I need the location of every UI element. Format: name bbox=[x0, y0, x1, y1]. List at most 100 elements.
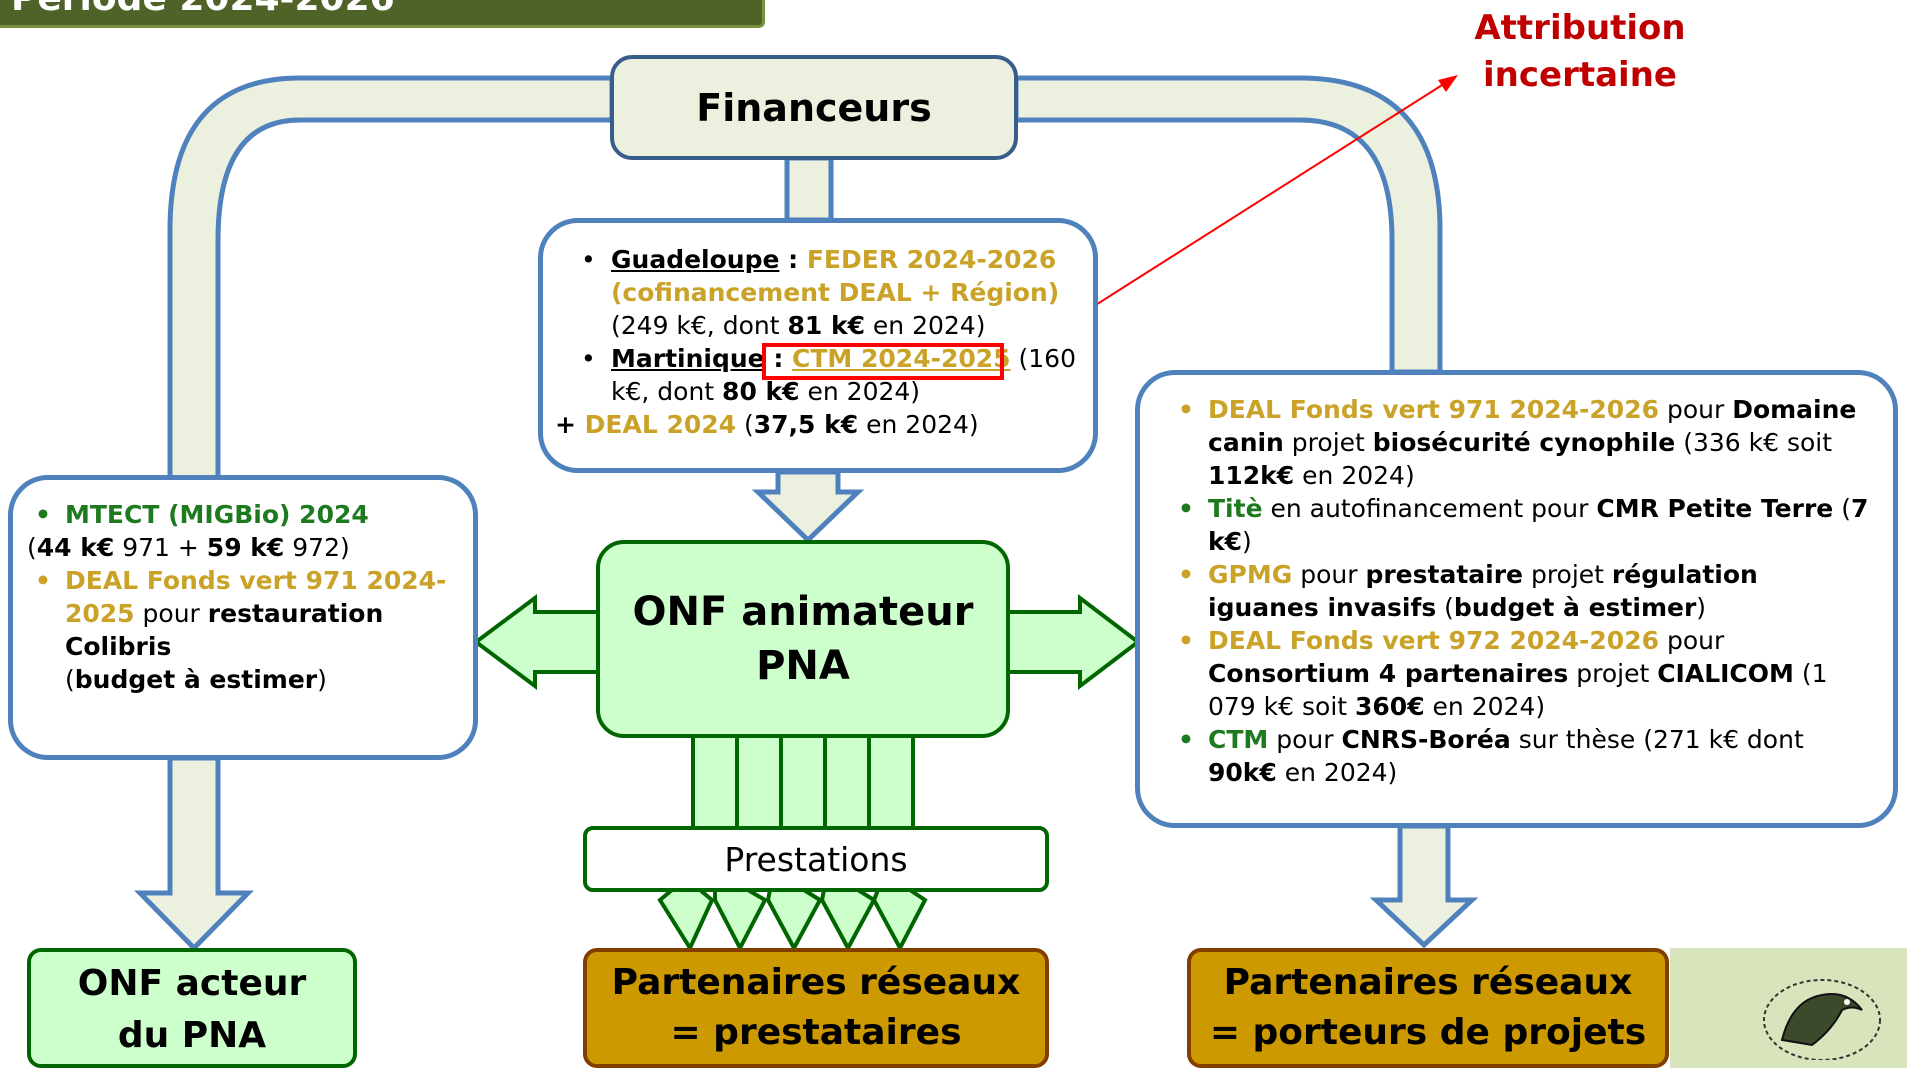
annotation-arrowhead bbox=[1438, 75, 1458, 92]
list-item: •Guadeloupe : FEDER 2024-2026 (cofinance… bbox=[573, 243, 1083, 342]
annotation-label: Attribution incertaine bbox=[1470, 5, 1690, 99]
mart-program: CTM 2024-2025 bbox=[792, 344, 1011, 373]
green-bar-5 bbox=[867, 734, 915, 830]
green-bar-4 bbox=[823, 734, 871, 830]
green-bar-2 bbox=[735, 734, 783, 830]
i3-projet: projet bbox=[1523, 560, 1612, 589]
i4-project: CIALICOM bbox=[1657, 659, 1794, 688]
gua-program: FEDER 2024-2026 (cofinancement DEAL + Ré… bbox=[611, 245, 1060, 307]
bullet-dot-icon: • bbox=[35, 566, 51, 595]
left-restauration: restauration Colibris bbox=[65, 599, 384, 661]
green-left-arrow bbox=[472, 594, 600, 690]
partners-porteurs-box: Partenaires réseaux = porteurs de projet… bbox=[1187, 948, 1669, 1068]
green-bar-3 bbox=[779, 734, 827, 830]
page-title-text: Période 2024-2026 bbox=[11, 0, 395, 19]
i3-budget-c: ) bbox=[1696, 593, 1707, 622]
green-small-arrow-3 bbox=[765, 888, 823, 953]
bullet-dot-icon: • bbox=[1178, 725, 1194, 754]
partners-prestataires-line1: Partenaires réseaux bbox=[611, 962, 1021, 1003]
bullet-dot-icon: • bbox=[581, 245, 596, 274]
i5-amount-b: 90k€ bbox=[1208, 758, 1277, 787]
deal-detail-b: 37,5 k€ bbox=[753, 410, 859, 439]
bullet-dot-icon: • bbox=[581, 344, 596, 373]
bullet-dot-icon: • bbox=[1178, 494, 1194, 523]
left-budget: budget à estimer bbox=[74, 665, 318, 694]
deal-program: DEAL 2024 bbox=[584, 410, 737, 439]
i5-pour: pour bbox=[1268, 725, 1342, 754]
i1-projet: projet bbox=[1283, 428, 1373, 457]
deal-detail-a: ( bbox=[736, 410, 754, 439]
mtect-amounts: (44 k€ 971 + 59 k€ 972) bbox=[27, 531, 463, 564]
list-item: • MTECT (MIGBio) 2024 bbox=[27, 498, 463, 531]
prestations-box: Prestations bbox=[583, 826, 1049, 892]
i5-name: CTM bbox=[1208, 725, 1269, 754]
amount-c: 59 k€ bbox=[206, 533, 285, 562]
green-small-arrow-4 bbox=[819, 888, 877, 953]
financeurs-box: Financeurs bbox=[610, 55, 1018, 160]
green-small-arrow-1 bbox=[657, 888, 715, 953]
left-funding-box: • MTECT (MIGBio) 2024 (44 k€ 971 + 59 k€ … bbox=[8, 475, 478, 760]
i3-budget-b: budget à estimer bbox=[1453, 593, 1697, 622]
gua-detail-a: (249 k€, dont bbox=[611, 311, 788, 340]
onf-line1: ONF animateur bbox=[632, 589, 974, 635]
i2-target: CMR Petite Terre bbox=[1596, 494, 1834, 523]
i3-target: prestataire bbox=[1365, 560, 1523, 589]
budget-close: ) bbox=[317, 665, 327, 694]
mart-detail-b: 80 k€ bbox=[722, 377, 800, 406]
partners-porteurs-line2: = porteurs de projets bbox=[1209, 1012, 1647, 1053]
onf-acteur-line1: ONF acteur bbox=[77, 963, 307, 1004]
logo-background bbox=[1670, 948, 1907, 1068]
mart-detail-a: (160 k€, dont bbox=[611, 344, 1076, 406]
gua-sep: : bbox=[779, 245, 807, 274]
i3-name: GPMG bbox=[1208, 560, 1293, 589]
list-item: •DEAL Fonds vert 972 2024-2026 pour Cons… bbox=[1170, 624, 1877, 723]
i2-name: Titè bbox=[1208, 494, 1263, 523]
right-funding-box: •DEAL Fonds vert 971 2024-2026 pour Doma… bbox=[1135, 370, 1898, 828]
i4-projet: projet bbox=[1568, 659, 1658, 688]
i3-project: régulation iguanes invasifs bbox=[1208, 560, 1758, 622]
i5-target: CNRS-Boréa bbox=[1341, 725, 1511, 754]
bullet-dot-icon: • bbox=[1178, 560, 1194, 589]
onf-acteur-box: ONF acteur du PNA bbox=[27, 948, 357, 1068]
mtect-label: MTECT (MIGBio) 2024 bbox=[65, 500, 369, 529]
center-connector bbox=[784, 155, 834, 223]
i1-amount-a: (336 k€ soit bbox=[1675, 428, 1833, 457]
bullet-dot-icon: • bbox=[35, 500, 51, 529]
right-down-arrow bbox=[1369, 823, 1479, 949]
mart-region: Martinique bbox=[611, 344, 765, 373]
i2-text: en autofinancement pour bbox=[1262, 494, 1597, 523]
i4-target: Consortium 4 partenaires bbox=[1208, 659, 1569, 688]
i5-text: sur thèse (271 k€ dont bbox=[1510, 725, 1804, 754]
amount-b: 971 + bbox=[114, 533, 207, 562]
list-item: •DEAL Fonds vert 971 2024-2025 pour rest… bbox=[27, 564, 463, 696]
i1-project: biosécurité cynophile bbox=[1372, 428, 1676, 457]
gua-detail-b: 81 k€ bbox=[787, 311, 865, 340]
amount-a: 44 k€ bbox=[36, 533, 115, 562]
left-down-arrow bbox=[134, 755, 254, 952]
i2-amount-a: ( bbox=[1833, 494, 1851, 523]
green-small-arrow-5 bbox=[871, 888, 928, 953]
green-small-arrow-2 bbox=[713, 888, 768, 953]
deal-line: + DEAL 2024 (37,5 k€ en 2024) bbox=[555, 408, 1083, 441]
amount-d: 972) bbox=[284, 533, 350, 562]
center-down-arrow bbox=[751, 469, 865, 544]
list-item: • CTM pour CNRS-Boréa sur thèse (271 k€ d… bbox=[1170, 723, 1877, 789]
partners-porteurs-line1: Partenaires réseaux bbox=[1223, 962, 1633, 1003]
list-item: •DEAL Fonds vert 971 2024-2026 pour Doma… bbox=[1170, 393, 1877, 492]
uncertain-highlight bbox=[762, 343, 1004, 380]
i2-amount-c: ) bbox=[1242, 527, 1252, 556]
onf-animateur-box: ONF animateur PNA bbox=[596, 540, 1010, 738]
green-bar-1 bbox=[691, 734, 739, 830]
i3-budget-a: ( bbox=[1436, 593, 1454, 622]
green-right-arrow bbox=[1006, 593, 1142, 691]
i3-pour: pour bbox=[1292, 560, 1366, 589]
mart-detail-c: en 2024) bbox=[799, 377, 921, 406]
onf-line2: PNA bbox=[756, 643, 850, 689]
list-item: • Titè en autofinancement pour CMR Petite… bbox=[1170, 492, 1877, 558]
prestations-label: Prestations bbox=[724, 839, 908, 879]
deal-prefix: + bbox=[555, 410, 585, 439]
i1-amount-b: 112k€ bbox=[1208, 461, 1295, 490]
partners-prestataires-box: Partenaires réseaux = prestataires bbox=[583, 948, 1049, 1068]
gua-detail-c: en 2024) bbox=[864, 311, 986, 340]
list-item: • GPMG pour prestataire projet régulation… bbox=[1170, 558, 1877, 624]
